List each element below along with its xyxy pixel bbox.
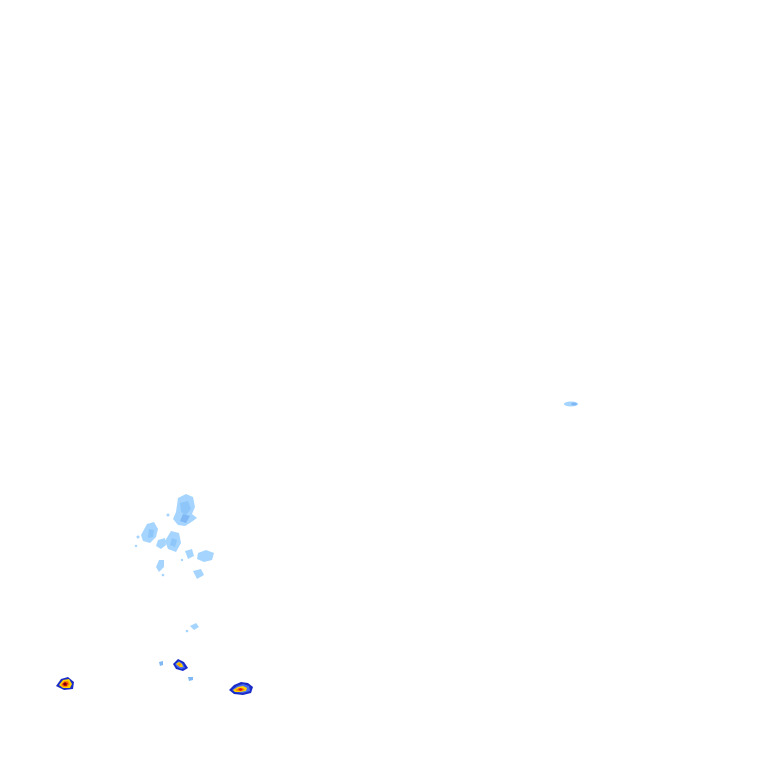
south-central-storm-cell [159, 659, 193, 681]
east-light-echo [564, 401, 578, 407]
southeast-storm-cell [229, 682, 253, 695]
south-small-light-echo [185, 623, 199, 633]
west-light-cluster [134, 494, 214, 579]
southwest-storm-cell [56, 677, 74, 690]
